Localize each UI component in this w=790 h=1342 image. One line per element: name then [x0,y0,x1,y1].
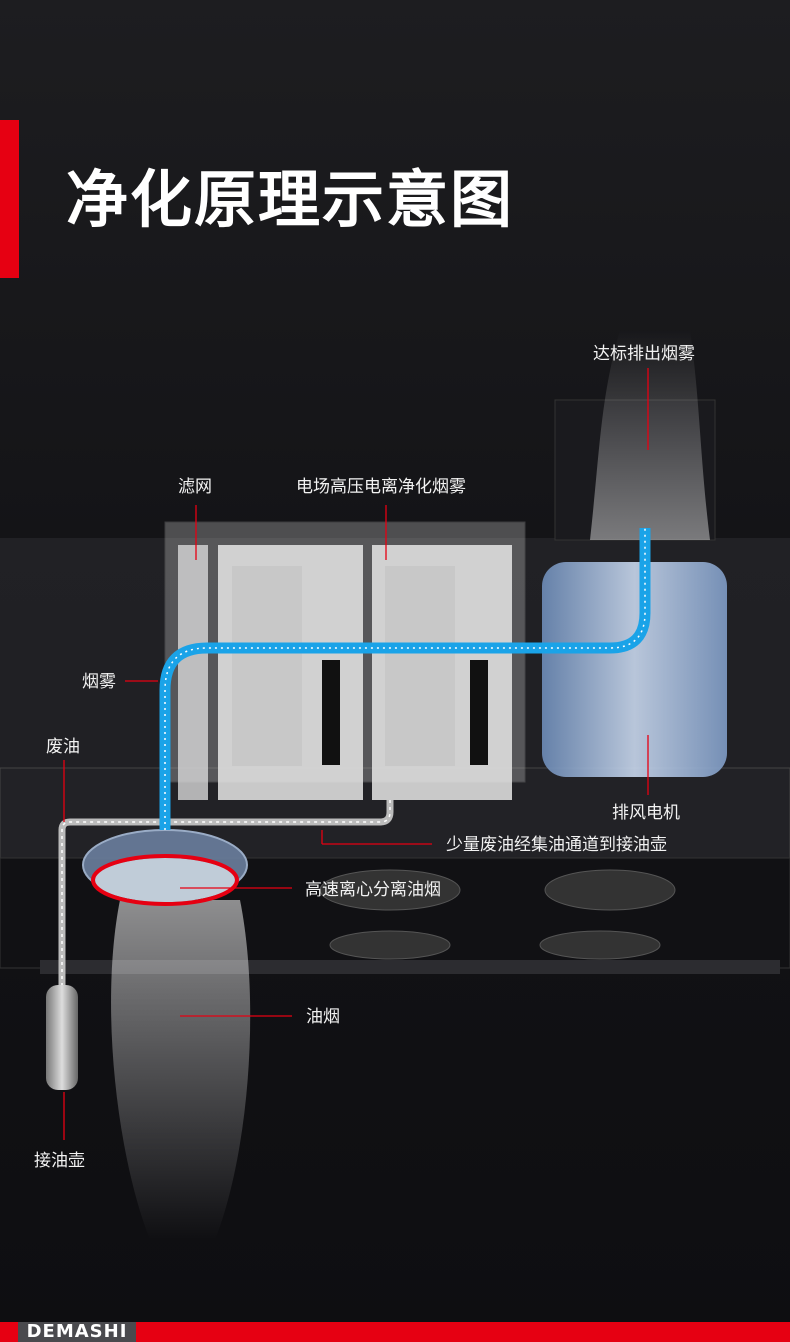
label-smoke: 烟雾 [82,672,116,692]
page-title: 净化原理示意图 [66,163,515,236]
footer-bar [0,1322,790,1342]
leader-lines [63,368,649,1140]
label-oil-channel: 少量废油经集油通道到接油壶 [446,835,667,855]
label-exhaust-motor: 排风电机 [612,803,680,823]
centrifugal-fan [82,829,248,906]
exhaust-smoke [590,330,710,540]
label-oil-fume: 油烟 [306,1007,340,1027]
label-centrifugal: 高速离心分离油烟 [305,880,441,900]
exhaust-motor [542,562,727,777]
label-exhaust-out: 达标排出烟雾 [593,344,695,364]
label-waste-oil: 废油 [46,737,80,757]
label-electric-field: 电场高压电离净化烟雾 [296,477,466,497]
oil-cup [46,985,78,1090]
burner-fans [319,869,676,960]
label-oil-cup: 接油壶 [34,1151,85,1171]
brand-logo: DEMASHI [18,1322,136,1342]
oil-fume-smoke [111,900,251,1240]
filter-modules [164,521,526,800]
title-accent-bar [0,120,19,278]
label-filter: 滤网 [178,477,212,497]
